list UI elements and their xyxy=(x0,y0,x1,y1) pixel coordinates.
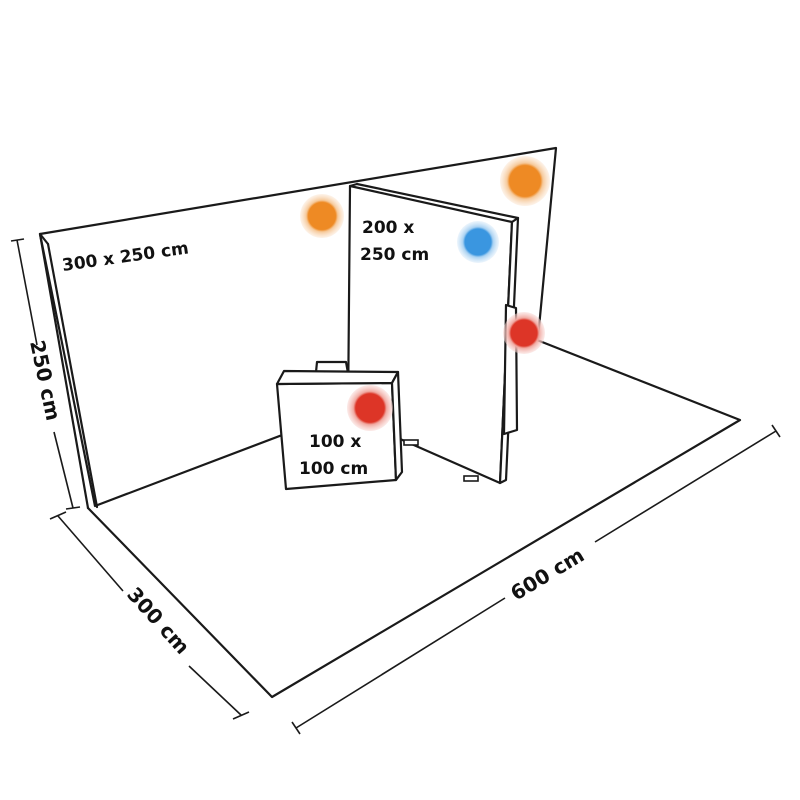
side-wall-size-label-line1: 200 x xyxy=(362,218,414,238)
counter-size-label-line1: 100 x xyxy=(309,432,361,452)
counter-size-label-line2: 100 cm xyxy=(299,459,368,479)
light-blue xyxy=(457,221,499,263)
back-wall-front-edge xyxy=(38,232,90,510)
height-dim-line-upper xyxy=(16,239,38,346)
light-orange-right xyxy=(500,156,550,206)
counter-side xyxy=(390,370,404,482)
side-wall-size-label-line2: 250 cm xyxy=(360,245,429,265)
side-wall-top-cap xyxy=(348,182,359,188)
light-orange-left xyxy=(300,194,344,238)
counter-top xyxy=(275,369,400,386)
side-wall-foot-left xyxy=(403,439,419,446)
light-red-counter xyxy=(347,385,393,431)
depth-dim-tick-left xyxy=(49,511,67,520)
depth-dim-tick-right xyxy=(232,711,250,720)
counter-handle xyxy=(314,360,350,375)
depth-dim-line-lower xyxy=(188,665,242,716)
light-red-wall xyxy=(503,312,545,354)
height-dim-line-lower xyxy=(53,431,74,509)
depth-dim-line-upper xyxy=(57,515,124,592)
side-wall-foot-right xyxy=(463,475,479,482)
depth-dimension-label: 300 cm xyxy=(122,582,194,659)
width-dim-line-right xyxy=(594,430,777,543)
width-dim-line-left xyxy=(295,597,506,729)
side-wall-top-edge xyxy=(355,182,520,220)
floor-outline xyxy=(86,338,742,699)
back-wall-thickness xyxy=(46,242,99,509)
